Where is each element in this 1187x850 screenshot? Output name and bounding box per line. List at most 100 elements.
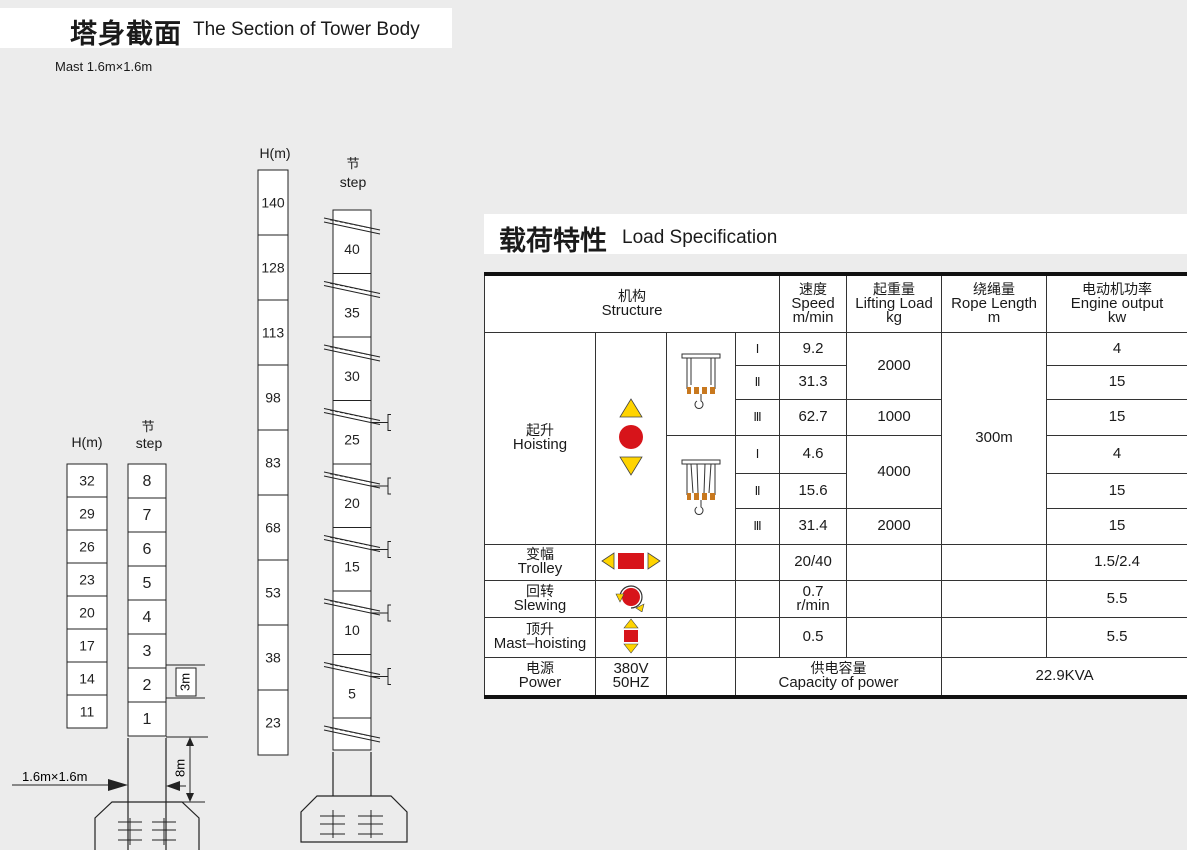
short-step-cell (127, 497, 167, 533)
tall-height-value: 23 (265, 715, 281, 731)
tall-step-value: 30 (344, 368, 360, 384)
tall-height-cell (257, 299, 289, 366)
tall-height-value: 98 (265, 390, 281, 406)
short-step-value: 6 (143, 541, 152, 558)
tall-height-cell (257, 429, 289, 496)
tall-height-cell (257, 689, 289, 756)
short-step-value: 4 (143, 609, 152, 626)
hook-single (666, 331, 736, 436)
short-height-cell (66, 496, 108, 531)
short-step-cn: 节 (141, 420, 155, 435)
hoisting-arrows-icon (619, 397, 643, 476)
dim-8m-label: 8m (172, 759, 187, 777)
tower-section-title-en: The Section of Tower Body (193, 19, 420, 40)
trolley-empty-2 (734, 543, 781, 581)
mast-hoisting-arrows-icon (623, 618, 639, 653)
trolley-symbol (595, 543, 667, 581)
mast-hoisting-speed: 0.5 (779, 616, 848, 658)
tall-tower-ties (323, 217, 391, 743)
dim-3m-label: 3m (177, 673, 192, 691)
tall-height-value: 53 (265, 585, 281, 601)
tall-height-value: 38 (265, 650, 281, 666)
short-height-value: 23 (79, 572, 95, 588)
tall-height-cell (257, 169, 289, 236)
tall-step-value: 5 (348, 685, 356, 701)
slewing-empty-4 (941, 579, 1048, 618)
power-empty-1 (666, 656, 736, 699)
hoist-load-3: 4000 (846, 434, 943, 509)
rope-length: 300m (941, 331, 1048, 545)
mast-empty-4 (941, 616, 1048, 658)
hoist-engine-2: 15 (1046, 364, 1187, 400)
hoist-load-1: 2000 (846, 331, 943, 400)
tall-foundation (300, 752, 408, 843)
trolley-empty-3 (846, 543, 943, 581)
base-size-label: 1.6m×1.6m (22, 769, 87, 784)
power-capacity-value: 22.9KVA (941, 656, 1187, 699)
hoist-load-4: 2000 (846, 507, 943, 545)
slewing-rotation-icon (615, 585, 645, 613)
hoist-speed-3: 62.7 (779, 398, 848, 436)
hook-single-reeving-icon (681, 353, 721, 409)
short-step-cell (127, 463, 167, 499)
mast-hoisting-symbol (595, 616, 667, 658)
short-step-value: 3 (143, 643, 152, 660)
short-height-value: 20 (79, 605, 95, 621)
hook-double-reeving-icon (681, 459, 721, 515)
mast-size-label: Mast 1.6m×1.6m (55, 59, 153, 74)
hoist-engine-5: 15 (1046, 472, 1187, 509)
short-height-cell (66, 661, 108, 696)
hoist-speed-5: 15.6 (779, 472, 848, 509)
tall-height-value: 68 (265, 520, 281, 536)
tall-step-en: step (339, 174, 367, 190)
tall-step-value: 10 (344, 622, 360, 638)
hoist-gear-1: Ⅰ (734, 331, 781, 366)
tall-height-cell (257, 364, 289, 431)
trolley-speed: 20/40 (779, 543, 848, 581)
short-step-value: 8 (143, 473, 152, 490)
short-step-value: 7 (143, 507, 152, 524)
hoisting-row-3: Ⅲ 62.7 1000 15 (485, 398, 1187, 436)
short-height-value: 26 (79, 539, 95, 555)
mast-hoisting-engine: 5.5 (1046, 616, 1187, 658)
short-height-value: 17 (79, 638, 95, 654)
short-height-value: 29 (79, 506, 95, 522)
slewing-empty-3 (846, 579, 943, 618)
hoist-load-2: 1000 (846, 398, 943, 436)
tall-h-label: H(m) (259, 145, 291, 161)
short-step-cell (127, 701, 167, 737)
trolley-empty-4 (941, 543, 1048, 581)
tower-section-title-cn: 塔身截面 (70, 19, 182, 50)
hoist-gear-4: Ⅰ (734, 434, 781, 474)
hoisting-row-4: Ⅰ 4.6 4000 4 (485, 434, 1187, 545)
tall-step-value: 25 (344, 431, 360, 447)
hoist-engine-6: 15 (1046, 507, 1187, 545)
load-spec-title-en: Load Specification (622, 227, 778, 248)
tall-height-value: 128 (261, 260, 285, 276)
short-step-value: 5 (143, 575, 152, 592)
short-height-value: 14 (79, 671, 95, 687)
tall-height-value: 83 (265, 455, 281, 471)
short-step-en: step (135, 435, 163, 451)
hoist-engine-4: 4 (1046, 434, 1187, 474)
short-step-value: 2 (143, 677, 152, 694)
slewing-empty-2 (734, 579, 781, 618)
